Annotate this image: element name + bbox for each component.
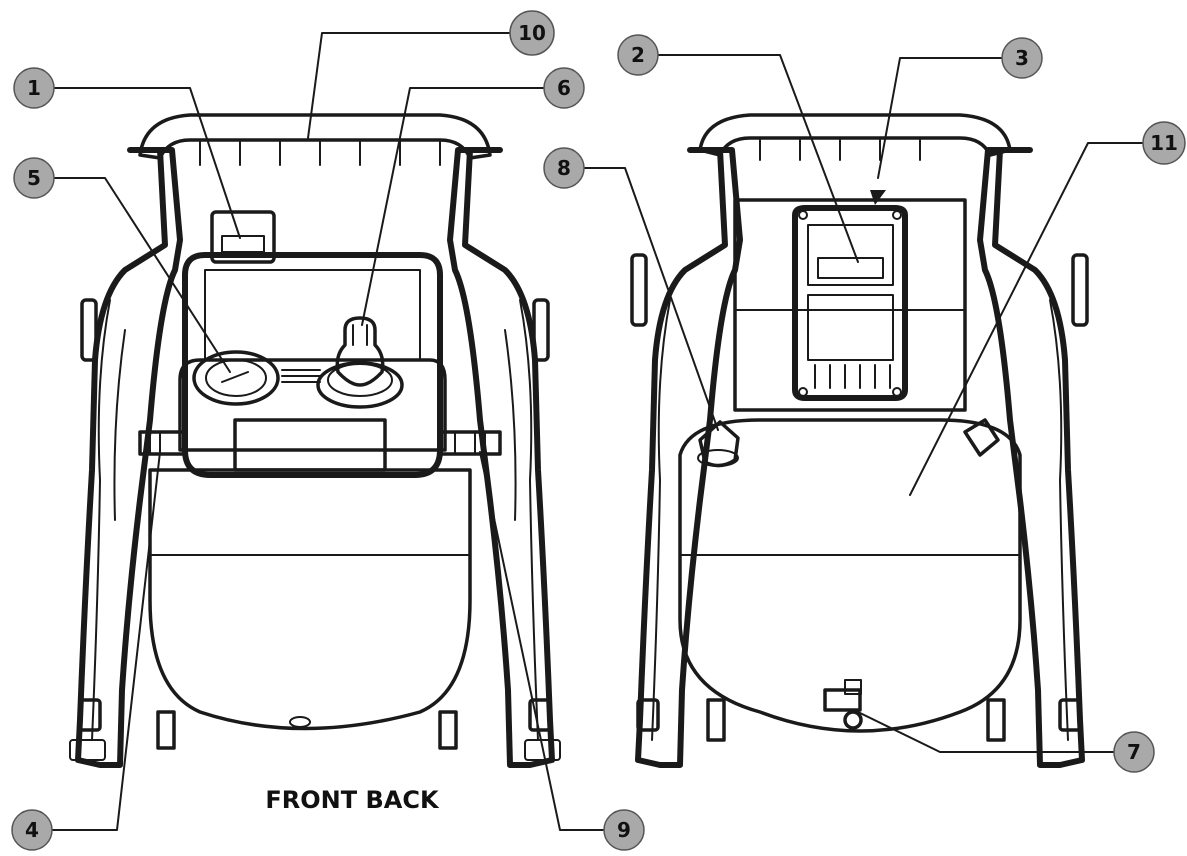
- front-view: [69, 113, 561, 768]
- tank-pressure-gauge: [192, 350, 280, 406]
- callout-8: 8: [543, 147, 585, 189]
- front-tank: [148, 468, 472, 731]
- battery-pack: [792, 205, 908, 401]
- callout-5: 5: [13, 157, 55, 199]
- svg-text:1: 1: [27, 76, 41, 100]
- callout-9: 9: [603, 809, 645, 851]
- front-left-leg: [75, 147, 183, 768]
- svg-text:2: 2: [631, 43, 645, 67]
- front-right-leg: [447, 147, 555, 768]
- svg-text:8: 8: [557, 156, 571, 180]
- pressure-regulator-knob: [335, 316, 385, 387]
- svg-text:11: 11: [1150, 131, 1178, 155]
- back-handle: [698, 113, 1012, 157]
- callout-3: 3: [1001, 37, 1043, 79]
- leader-4: [51, 451, 161, 831]
- leader-11: [909, 142, 1144, 496]
- svg-text:9: 9: [617, 818, 631, 842]
- svg-text:5: 5: [27, 166, 41, 190]
- leader-6: [361, 87, 545, 326]
- leader-1: [53, 87, 241, 239]
- air-tank: [678, 418, 1022, 733]
- view-caption: FRONT BACK: [265, 786, 440, 814]
- callout-11: 11: [1142, 121, 1186, 165]
- leader-2: [657, 54, 859, 263]
- leader-3: [877, 57, 1003, 179]
- callout-4: 4: [11, 809, 53, 851]
- leader-9: [479, 451, 605, 831]
- leader-7: [857, 711, 1115, 753]
- front-handle: [138, 113, 492, 160]
- leader-10: [307, 32, 511, 139]
- power-switch: [210, 210, 276, 264]
- svg-text:3: 3: [1015, 46, 1029, 70]
- front-control-housing: [182, 252, 443, 478]
- callout-6: 6: [543, 67, 585, 109]
- svg-text:7: 7: [1127, 740, 1141, 764]
- svg-text:4: 4: [25, 818, 39, 842]
- callout-1: 1: [13, 67, 55, 109]
- callouts: 1 2 3 4 5 6 7 8: [11, 10, 1186, 851]
- leader-8: [583, 167, 719, 431]
- callout-2: 2: [617, 34, 659, 76]
- leader-lines: [51, 32, 1144, 831]
- outlet-coupler-right: [438, 430, 502, 456]
- arrow-3-head: [870, 190, 886, 205]
- back-view: [630, 113, 1089, 768]
- svg-text:6: 6: [557, 76, 571, 100]
- drain-valve: [823, 688, 862, 712]
- svg-text:10: 10: [518, 21, 546, 45]
- outlet-coupler-left: [138, 430, 187, 456]
- leader-5: [53, 177, 231, 373]
- callout-10: 10: [509, 10, 555, 56]
- callout-7: 7: [1113, 731, 1155, 773]
